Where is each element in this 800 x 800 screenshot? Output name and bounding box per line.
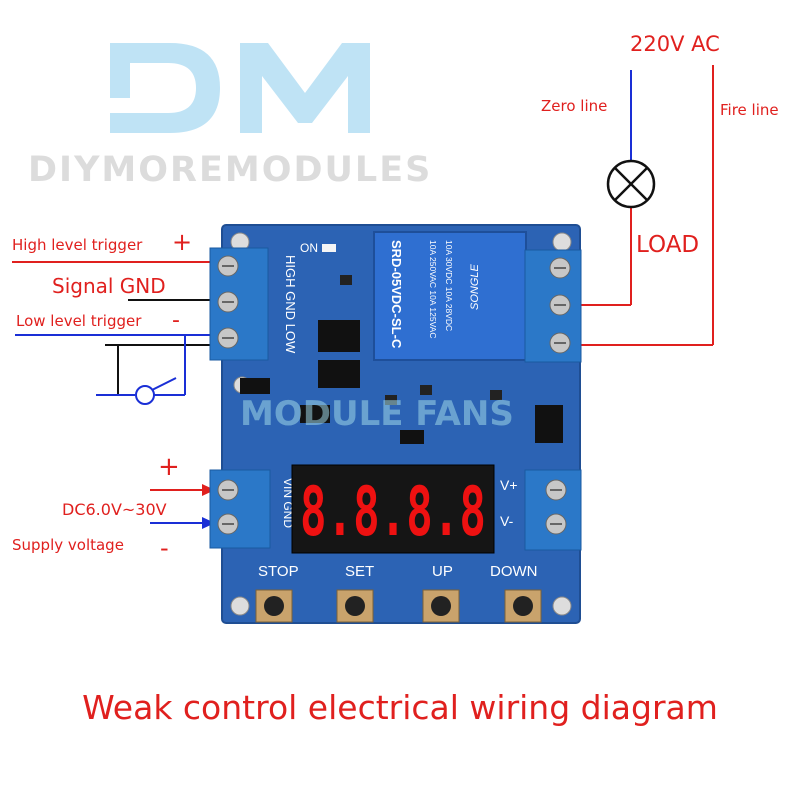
supply-voltage-label: Supply voltage (12, 536, 124, 554)
dc-minus-label: - (160, 534, 169, 562)
ac-voltage-label: 220V AC (630, 32, 720, 56)
high-trigger-plus: + (172, 228, 193, 256)
dc-plus-label: + (158, 452, 180, 482)
stop-button[interactable] (255, 589, 293, 623)
watermark-text: MODULE FANS (240, 394, 514, 434)
brand-logo-icon (110, 43, 370, 133)
relay-model: SRD-05VDC-SL-C (389, 240, 404, 349)
diagram-caption: Weak control electrical wiring diagram (82, 688, 718, 727)
on-label: ON (300, 241, 318, 255)
high-trigger-label: High level trigger (12, 236, 143, 254)
up-button[interactable] (422, 589, 460, 623)
load-label: LOAD (636, 232, 700, 258)
relay-rating-1: 10A 250VAC 10A 125VAC (428, 240, 438, 338)
set-button[interactable] (336, 589, 374, 623)
power-terminal-block (209, 469, 271, 549)
signal-gnd-label: Signal GND (52, 274, 166, 298)
relay-component: SRD-05VDC-SL-C 10A 250VAC 10A 125VAC 10A… (373, 231, 527, 361)
display-digits: 8.8.8.8 (300, 473, 486, 552)
switch-icon (135, 377, 177, 405)
set-button-label: SET (345, 563, 374, 580)
trigger-terminal-label: HIGH GND LOW (283, 255, 298, 354)
fire-line-label: Fire line (720, 101, 779, 119)
dc-plus-arrow-icon (150, 484, 215, 496)
relay-brand: SONGLE (469, 263, 481, 310)
low-trigger-minus: - (172, 308, 180, 333)
relay-rating-2: 10A 30VDC 10A 28VDC (444, 240, 454, 331)
dc-range-label: DC6.0V~30V (62, 500, 167, 519)
low-trigger-label: Low level trigger (16, 312, 142, 330)
trigger-terminal-block (209, 247, 269, 361)
output-minus-label: V- (500, 513, 514, 529)
down-button-label: DOWN (490, 563, 538, 580)
lamp-load-icon (606, 159, 656, 209)
up-button-label: UP (432, 563, 453, 580)
brand-name: DIYMOREMODULES (28, 150, 433, 190)
down-button[interactable] (504, 589, 542, 623)
relay-output-terminal (524, 249, 582, 363)
relay-module-board: HIGH GND LOW ON SRD-05VDC-SL-C 10A 250VA… (209, 224, 582, 624)
dc-minus-arrow-icon (150, 517, 215, 529)
output-plus-label: V+ (500, 477, 518, 493)
seven-segment-display: 8.8.8.8 (291, 464, 495, 554)
output-terminal-block (524, 469, 582, 551)
stop-button-label: STOP (258, 563, 299, 580)
zero-line-label: Zero line (541, 97, 608, 115)
